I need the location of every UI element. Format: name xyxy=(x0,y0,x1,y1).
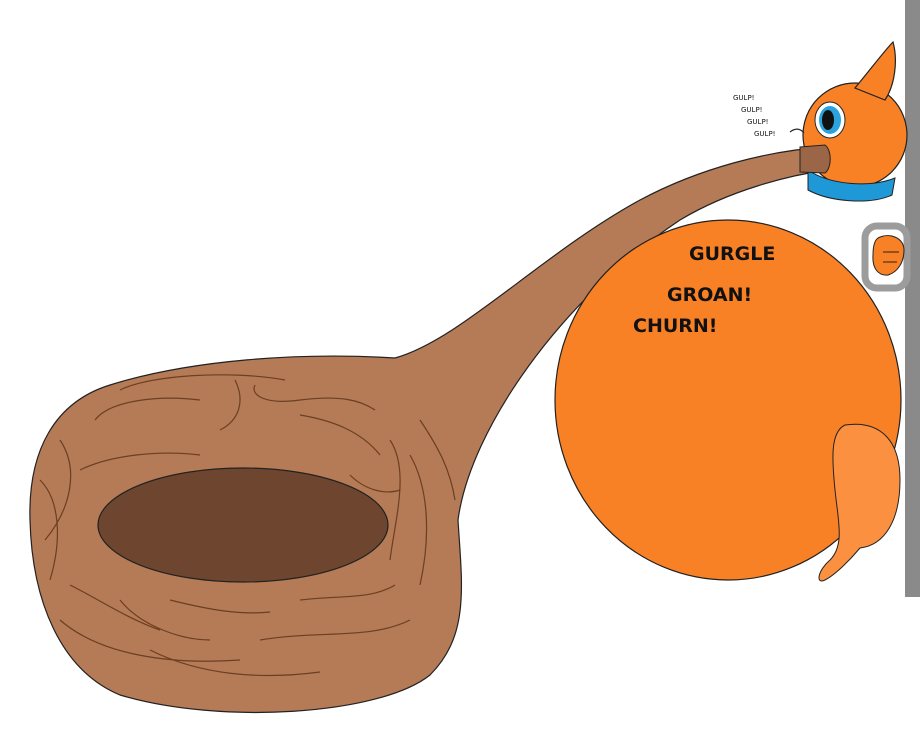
churn-text: CHURN! xyxy=(633,315,718,337)
gurgle-text: GURGLE xyxy=(689,243,776,265)
finger-lines xyxy=(883,251,899,263)
collar xyxy=(807,169,896,202)
groan-text: GROAN! xyxy=(667,284,753,306)
gulp-text-3: GULP! xyxy=(747,118,769,126)
wall xyxy=(905,0,920,597)
belly xyxy=(554,219,902,581)
eye-pupil xyxy=(822,110,834,130)
leg xyxy=(818,423,901,582)
cheek-mark xyxy=(789,128,805,134)
ear xyxy=(854,40,896,101)
funnel-texture xyxy=(39,374,456,677)
hand xyxy=(872,235,905,276)
tube-mouthpiece xyxy=(799,144,831,174)
funnel-hole xyxy=(97,467,389,583)
gulp-text-4: GULP! xyxy=(754,130,776,138)
gulp-text-1: GULP! xyxy=(733,94,755,102)
gulp-text-2: GULP! xyxy=(741,106,763,114)
wall-handle xyxy=(861,222,911,292)
